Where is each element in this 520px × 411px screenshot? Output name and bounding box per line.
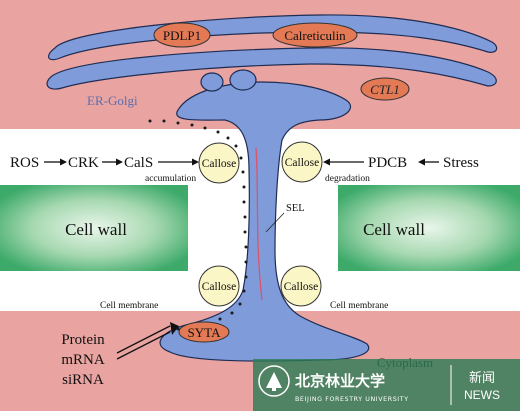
calreticulin-oval: Calreticulin xyxy=(272,22,358,48)
desmotubule-channel xyxy=(159,81,370,362)
svg-text:Callose: Callose xyxy=(202,158,237,170)
svg-text:CTL1: CTL1 xyxy=(370,82,400,97)
svg-text:siRNA: siRNA xyxy=(62,372,104,388)
vesicle-small xyxy=(200,72,224,92)
cargo-double-arrow xyxy=(116,322,179,360)
er-golgi-membrane-top xyxy=(47,14,498,61)
er-golgi-label: ER-Golgi xyxy=(87,93,138,108)
cell-membrane-right-label: Cell membrane xyxy=(330,301,388,311)
bfu-seal-icon xyxy=(258,365,290,397)
cell-wall-right-label: Cell wall xyxy=(363,220,425,239)
er-golgi-membrane-bottom xyxy=(46,47,497,90)
svg-text:PDLP1: PDLP1 xyxy=(163,28,201,43)
svg-text:accumulation: accumulation xyxy=(145,174,196,184)
pdlp1-oval: PDLP1 xyxy=(153,22,211,48)
callose-bottom-left: Callose xyxy=(198,265,240,307)
svg-text:PDCB: PDCB xyxy=(368,155,407,171)
svg-text:Stress: Stress xyxy=(443,155,479,171)
sel-pointer xyxy=(265,212,285,233)
svg-text:CalS: CalS xyxy=(124,155,153,171)
vesicle-large xyxy=(229,69,257,91)
syta-oval: SYTA xyxy=(178,321,230,343)
bfu-news-watermark: 北京林业大学 BEIJING FORESTRY UNIVERSITY 新闻 NE… xyxy=(253,359,520,411)
svg-text:新闻: 新闻 xyxy=(469,370,495,386)
cell-wall-left-block xyxy=(0,185,188,271)
callose-top-right: Callose xyxy=(281,141,323,183)
svg-text:mRNA: mRNA xyxy=(61,352,105,368)
svg-text:degradation: degradation xyxy=(325,174,370,184)
sel-boundary-line xyxy=(255,147,263,301)
svg-text:Callose: Callose xyxy=(284,281,319,293)
svg-text:BEIJING FORESTRY UNIVERSITY: BEIJING FORESTRY UNIVERSITY xyxy=(295,396,409,403)
syta-dots xyxy=(148,119,248,331)
svg-text:北京林业大学: 北京林业大学 xyxy=(295,372,385,390)
svg-text:CRK: CRK xyxy=(68,155,99,171)
left-pathway: ROS CRK CalS accumulation xyxy=(10,155,199,184)
cell-membrane-left-label: Cell membrane xyxy=(100,301,158,311)
svg-text:Callose: Callose xyxy=(202,281,237,293)
svg-text:ROS: ROS xyxy=(10,155,39,171)
callose-bottom-right: Callose xyxy=(280,265,322,307)
svg-text:Protein: Protein xyxy=(61,332,105,348)
svg-text:SYTA: SYTA xyxy=(188,325,222,340)
sel-label: SEL xyxy=(286,203,305,214)
cargo-molecules: Protein mRNA siRNA xyxy=(61,332,105,388)
svg-text:Calreticulin: Calreticulin xyxy=(284,28,346,43)
ctl1-oval: CTL1 xyxy=(360,77,410,101)
cell-wall-right-block xyxy=(338,185,520,271)
svg-text:Callose: Callose xyxy=(285,157,320,169)
cell-wall-left-label: Cell wall xyxy=(65,220,127,239)
callose-top-left: Callose xyxy=(198,142,240,184)
right-pathway: Stress PDCB degradation xyxy=(323,155,479,184)
svg-text:NEWS: NEWS xyxy=(464,388,500,402)
